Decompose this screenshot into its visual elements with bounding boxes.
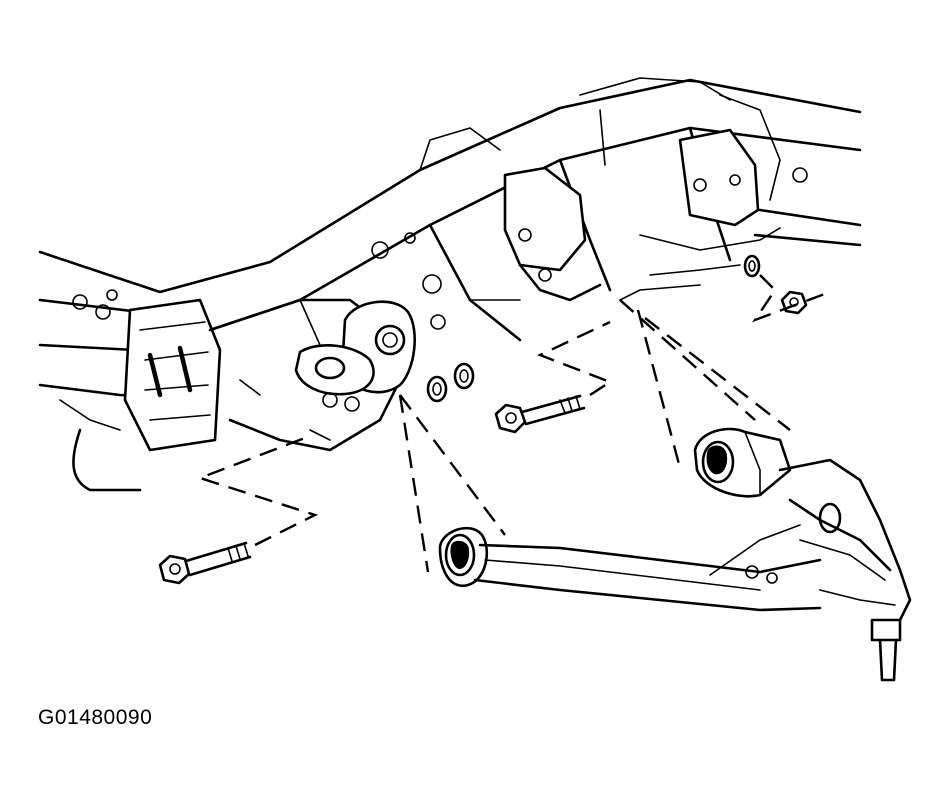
crossmember [59, 289, 402, 492]
washer-set-center [426, 362, 475, 403]
detail-strokes [147, 299, 521, 441]
figure-id-label: G01480090 [38, 706, 153, 729]
pivot-bolt-lower [158, 541, 252, 585]
pivot-bolt-center [494, 394, 586, 434]
lower-control-arm [438, 427, 912, 682]
rear-pivot-bracket [294, 232, 446, 412]
front-pivot-bracket [503, 128, 781, 302]
alignment-lines [196, 274, 831, 573]
